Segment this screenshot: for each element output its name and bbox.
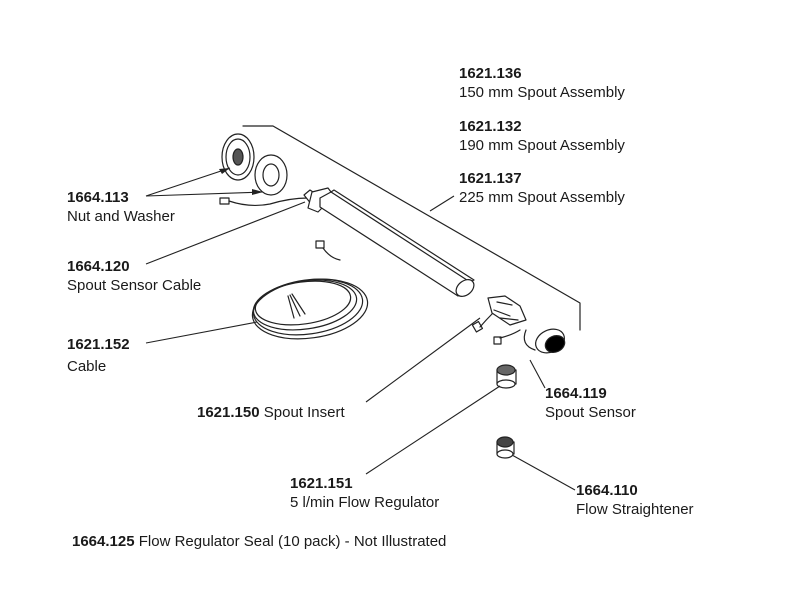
flow-regulator-part xyxy=(496,364,517,389)
footnote-not-illustrated: 1664.125 Flow Regulator Seal (10 pack) -… xyxy=(72,533,446,550)
part-description: 150 mm Spout Assembly xyxy=(459,84,625,101)
part-description: Spout Insert xyxy=(263,404,345,421)
spout-insert-part xyxy=(471,295,527,345)
part-number: 1664.110 xyxy=(576,482,638,499)
leader-cable xyxy=(145,321,258,344)
leader-nut xyxy=(145,167,231,197)
part-number: 1621.132 xyxy=(459,118,522,135)
label-spout-150: 1621.136 150 mm Spout Assembly xyxy=(459,64,625,102)
leader-flow-straightener xyxy=(511,454,576,491)
label-spout-225: 1621.137 225 mm Spout Assembly xyxy=(459,169,625,207)
label-nut-washer: 1664.113 Nut and Washer xyxy=(67,188,175,226)
part-description: Spout Sensor Cable xyxy=(67,277,202,294)
washer-part xyxy=(254,154,288,196)
part-description: 225 mm Spout Assembly xyxy=(459,189,625,206)
leader-sensor-cable xyxy=(145,201,306,265)
part-number: 1621.151 xyxy=(290,475,353,492)
part-number: 1664.119 xyxy=(545,385,607,402)
leader-spout-sensor xyxy=(529,359,546,389)
label-cable: 1621.152 Cable xyxy=(67,335,130,376)
label-spout-sensor: 1664.119 Spout Sensor xyxy=(545,384,636,422)
leader-flow-regulator xyxy=(365,385,501,475)
label-sensor-cable: 1664.120 Spout Sensor Cable xyxy=(67,257,201,295)
part-description: 5 l/min Flow Regulator xyxy=(290,494,440,511)
label-spout-insert: 1621.150 Spout Insert xyxy=(197,403,345,422)
leader-washer xyxy=(145,191,264,197)
leader-spout-insert xyxy=(365,317,481,403)
label-flow-straightener: 1664.110 Flow Straightener xyxy=(576,481,694,519)
part-description: Flow Regulator Seal (10 pack) - Not Illu… xyxy=(138,533,447,550)
part-number: 1621.152 xyxy=(67,336,130,353)
sensor-cable-part xyxy=(219,197,309,207)
spout-tube-part xyxy=(303,187,475,297)
label-flow-regulator: 1621.151 5 l/min Flow Regulator xyxy=(290,474,439,512)
leader-spout-assembly xyxy=(429,195,455,212)
part-number: 1664.113 xyxy=(67,189,129,206)
nut-part xyxy=(221,133,255,181)
part-number: 1621.150 xyxy=(197,404,260,421)
part-description: Nut and Washer xyxy=(67,208,175,225)
part-number: 1621.137 xyxy=(459,170,522,187)
part-number: 1621.136 xyxy=(459,65,522,82)
flow-straightener-part xyxy=(496,436,515,459)
coiled-cable-part xyxy=(251,240,369,340)
part-description: Spout Sensor xyxy=(545,404,636,421)
spout-sensor-part xyxy=(523,328,566,354)
label-spout-190: 1621.132 190 mm Spout Assembly xyxy=(459,117,625,155)
part-description: Flow Straightener xyxy=(576,501,694,518)
part-number: 1664.125 xyxy=(72,533,135,550)
assembly-bracket xyxy=(242,125,581,331)
part-number: 1664.120 xyxy=(67,258,130,275)
part-description: 190 mm Spout Assembly xyxy=(459,137,625,154)
part-description: Cable xyxy=(67,358,107,375)
